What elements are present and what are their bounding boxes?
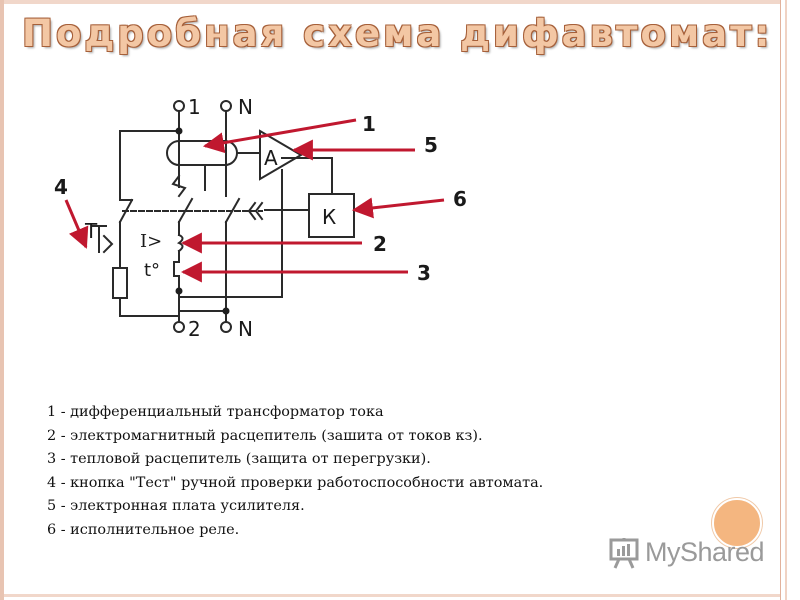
legend-item: 1 - дифференциальный трансформатор тока bbox=[47, 404, 384, 420]
phase-switch-blade bbox=[177, 197, 194, 224]
amplifier-label: А bbox=[264, 146, 278, 170]
callout-number-1: 1 bbox=[362, 112, 376, 136]
callout-arrow-4 bbox=[64, 199, 89, 249]
callout-arrows bbox=[64, 118, 445, 283]
callout-number-6: 6 bbox=[453, 187, 467, 211]
amplifier-triangle bbox=[259, 129, 303, 181]
watermark-logo: MyShared bbox=[607, 536, 767, 570]
decorative-circle bbox=[712, 498, 762, 548]
terminal-bottom-2-label: 2 bbox=[188, 317, 201, 341]
junction-dot bbox=[175, 287, 183, 295]
thermal-element bbox=[173, 261, 180, 277]
legend-item: 6 - исполнительное реле. bbox=[47, 521, 240, 538]
junction-dot bbox=[222, 307, 230, 315]
terminal-top-1-label: 1 bbox=[188, 95, 201, 119]
terminal-bottom-n-label: N bbox=[238, 317, 253, 341]
legend-item: 3 - тепловой расцепитель (защита от пере… bbox=[47, 451, 431, 467]
circuit-wiring bbox=[91, 110, 355, 328]
legend-item: 4 - кнопка "Тест" ручной проверки работо… bbox=[47, 474, 544, 491]
callout-arrow-1 bbox=[202, 118, 357, 154]
legend-list: 1 - дифференциальный трансформатор тока … bbox=[47, 401, 543, 542]
amplifier-output-wire bbox=[281, 157, 333, 194]
test-resistor bbox=[112, 267, 128, 299]
callout-arrow-6 bbox=[351, 197, 445, 219]
terminal-top-n-label: N bbox=[238, 95, 253, 119]
linkage-chevron-2 bbox=[254, 201, 264, 221]
callout-number-2: 2 bbox=[373, 232, 387, 256]
test-button-hook bbox=[102, 234, 114, 254]
terminal-bottom-n bbox=[220, 321, 232, 333]
legend-item: 2 - электромагнитный расцепитель (зашита… bbox=[47, 427, 483, 444]
terminal-top-n bbox=[220, 100, 232, 112]
terminal-top-1 bbox=[173, 100, 185, 112]
legend-item: 5 - электронная плата усилителя. bbox=[47, 498, 305, 514]
relay-label: К bbox=[322, 205, 336, 229]
overcurrent-label: I> bbox=[140, 231, 162, 252]
thermal-label: t° bbox=[144, 260, 160, 281]
logo-text: MyShared bbox=[645, 537, 765, 567]
junction-dot bbox=[175, 127, 183, 135]
presentation-board-icon bbox=[609, 538, 639, 569]
frame-top-border bbox=[0, 0, 780, 4]
frame-right-border bbox=[780, 0, 800, 600]
frame-bottom-border bbox=[0, 594, 780, 597]
test-loop-wire bbox=[119, 130, 180, 201]
slide-title: Подробная схема дифавтомат: bbox=[22, 12, 773, 55]
test-button-label: Т bbox=[84, 219, 98, 243]
overcurrent-coil bbox=[176, 233, 184, 253]
test-resistor-wire-bottom bbox=[119, 297, 180, 317]
frame-left-border bbox=[0, 0, 4, 600]
terminals bbox=[173, 100, 232, 333]
terminal-bottom-2 bbox=[173, 321, 185, 333]
linkage-chevron-1 bbox=[247, 201, 257, 221]
phase-spring-mark bbox=[171, 174, 187, 198]
callout-number-3: 3 bbox=[417, 261, 431, 285]
callout-number-5: 5 bbox=[424, 133, 438, 157]
junction-dots bbox=[175, 127, 230, 315]
callout-number-4: 4 bbox=[54, 175, 68, 199]
